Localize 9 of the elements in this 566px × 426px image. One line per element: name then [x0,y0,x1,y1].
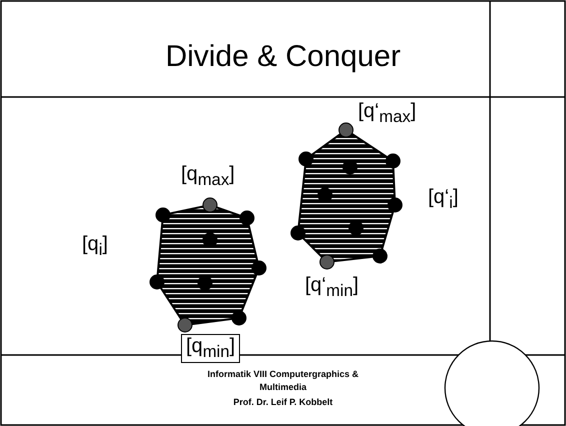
footer-text: Prof. Dr. Leif P. Kobbelt [232,396,334,409]
point-label: [q$_{min}$] [181,334,240,363]
point-label: [q‘$_{i}$] [428,186,458,213]
point-label: [q‘$_{max}$] [358,100,416,127]
point-label: [q‘$_{min}$] [305,274,359,301]
point-label: [q$_{i}$] [82,233,108,260]
point-label: [q$_{max}$] [181,163,235,190]
slide-title: Divide & Conquer [164,40,402,74]
footer-text: Informatik VIII Computergraphics & Multimedia [206,368,360,394]
